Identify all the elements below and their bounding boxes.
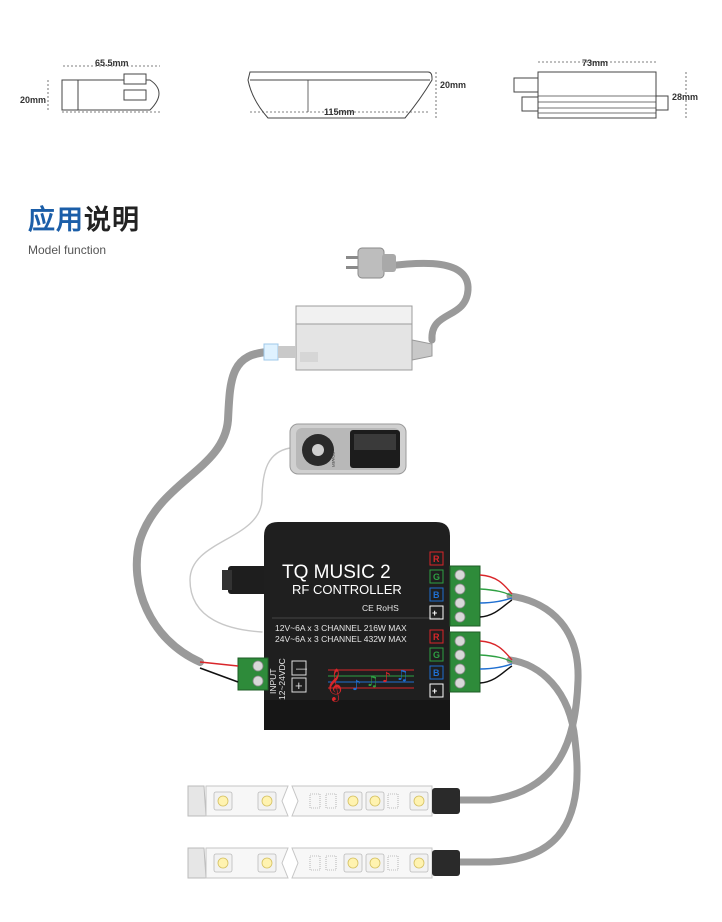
svg-text:R: R (433, 632, 440, 642)
section-subtitle: Model function (28, 243, 107, 257)
player-button-label: POWER (331, 452, 336, 467)
output-terminal-2 (449, 631, 513, 693)
strip-1-connector (432, 788, 460, 814)
controller-name: TQ MUSIC 2 (282, 562, 391, 583)
dimension-drawing-right: 73mm 28mm (513, 58, 698, 119)
svg-text:♪: ♪ (352, 678, 361, 694)
input-terminal (199, 657, 269, 691)
output-1-labels: R G B + (429, 551, 444, 620)
controller-body (264, 522, 450, 730)
dim-middle-width: 115mm (324, 107, 355, 117)
cables (132, 259, 582, 866)
input-label: INPUT (268, 669, 278, 695)
output-terminal-1 (449, 565, 513, 627)
section-title-accent: 应用 (28, 205, 84, 236)
led-strip-2 (187, 847, 460, 879)
controller-model: RF CONTROLLER (292, 582, 402, 597)
controller-cert: CE RoHS (362, 603, 399, 613)
svg-text:♫: ♫ (396, 668, 409, 684)
power-adapter (263, 305, 433, 371)
svg-text:+: + (432, 608, 437, 618)
strip-2-connector (432, 850, 460, 876)
input-voltage-label: 12~24VDC (277, 658, 287, 700)
svg-text:G: G (433, 572, 440, 582)
input-minus-label: — (296, 663, 307, 675)
svg-text:R: R (433, 554, 440, 564)
svg-text:B: B (433, 590, 440, 600)
dim-left-height: 20mm (20, 95, 46, 105)
music-player: POWER (289, 423, 407, 475)
antenna-connector (228, 566, 268, 594)
led-strip-1 (187, 785, 460, 817)
controller-spec-12v: 12V~6A x 3 CHANNEL 216W MAX (275, 623, 407, 633)
controller-spec-24v: 24V~6A x 3 CHANNEL 432W MAX (275, 634, 407, 644)
svg-text:+: + (432, 686, 437, 696)
svg-text:𝄞: 𝄞 (326, 668, 343, 702)
svg-text:B: B (433, 668, 440, 678)
section-title-rest: 说明 (84, 205, 140, 236)
dim-left-width: 65.5mm (95, 58, 129, 68)
dim-middle-height: 20mm (440, 80, 466, 90)
section-title: 应用说明 (28, 198, 140, 237)
dimension-drawing-middle: 20mm 115mm (247, 71, 466, 119)
output-2-labels: R G B + (429, 629, 444, 698)
svg-text:G: G (433, 650, 440, 660)
dim-right-height: 28mm (672, 92, 698, 102)
music-notes-graphic: 𝄞 ♪ ♫ ♪ ♫ (326, 668, 414, 702)
svg-text:♪: ♪ (382, 670, 391, 686)
dim-right-width: 73mm (582, 58, 608, 68)
power-plug (346, 247, 396, 279)
dimension-drawing-left: 65.5mm 20mm (20, 58, 160, 113)
input-plus-label: + (295, 678, 303, 693)
controller: TQ MUSIC 2 RF CONTROLLER CE RoHS 12V~6A … (222, 522, 450, 730)
svg-text:♫: ♫ (366, 674, 379, 690)
